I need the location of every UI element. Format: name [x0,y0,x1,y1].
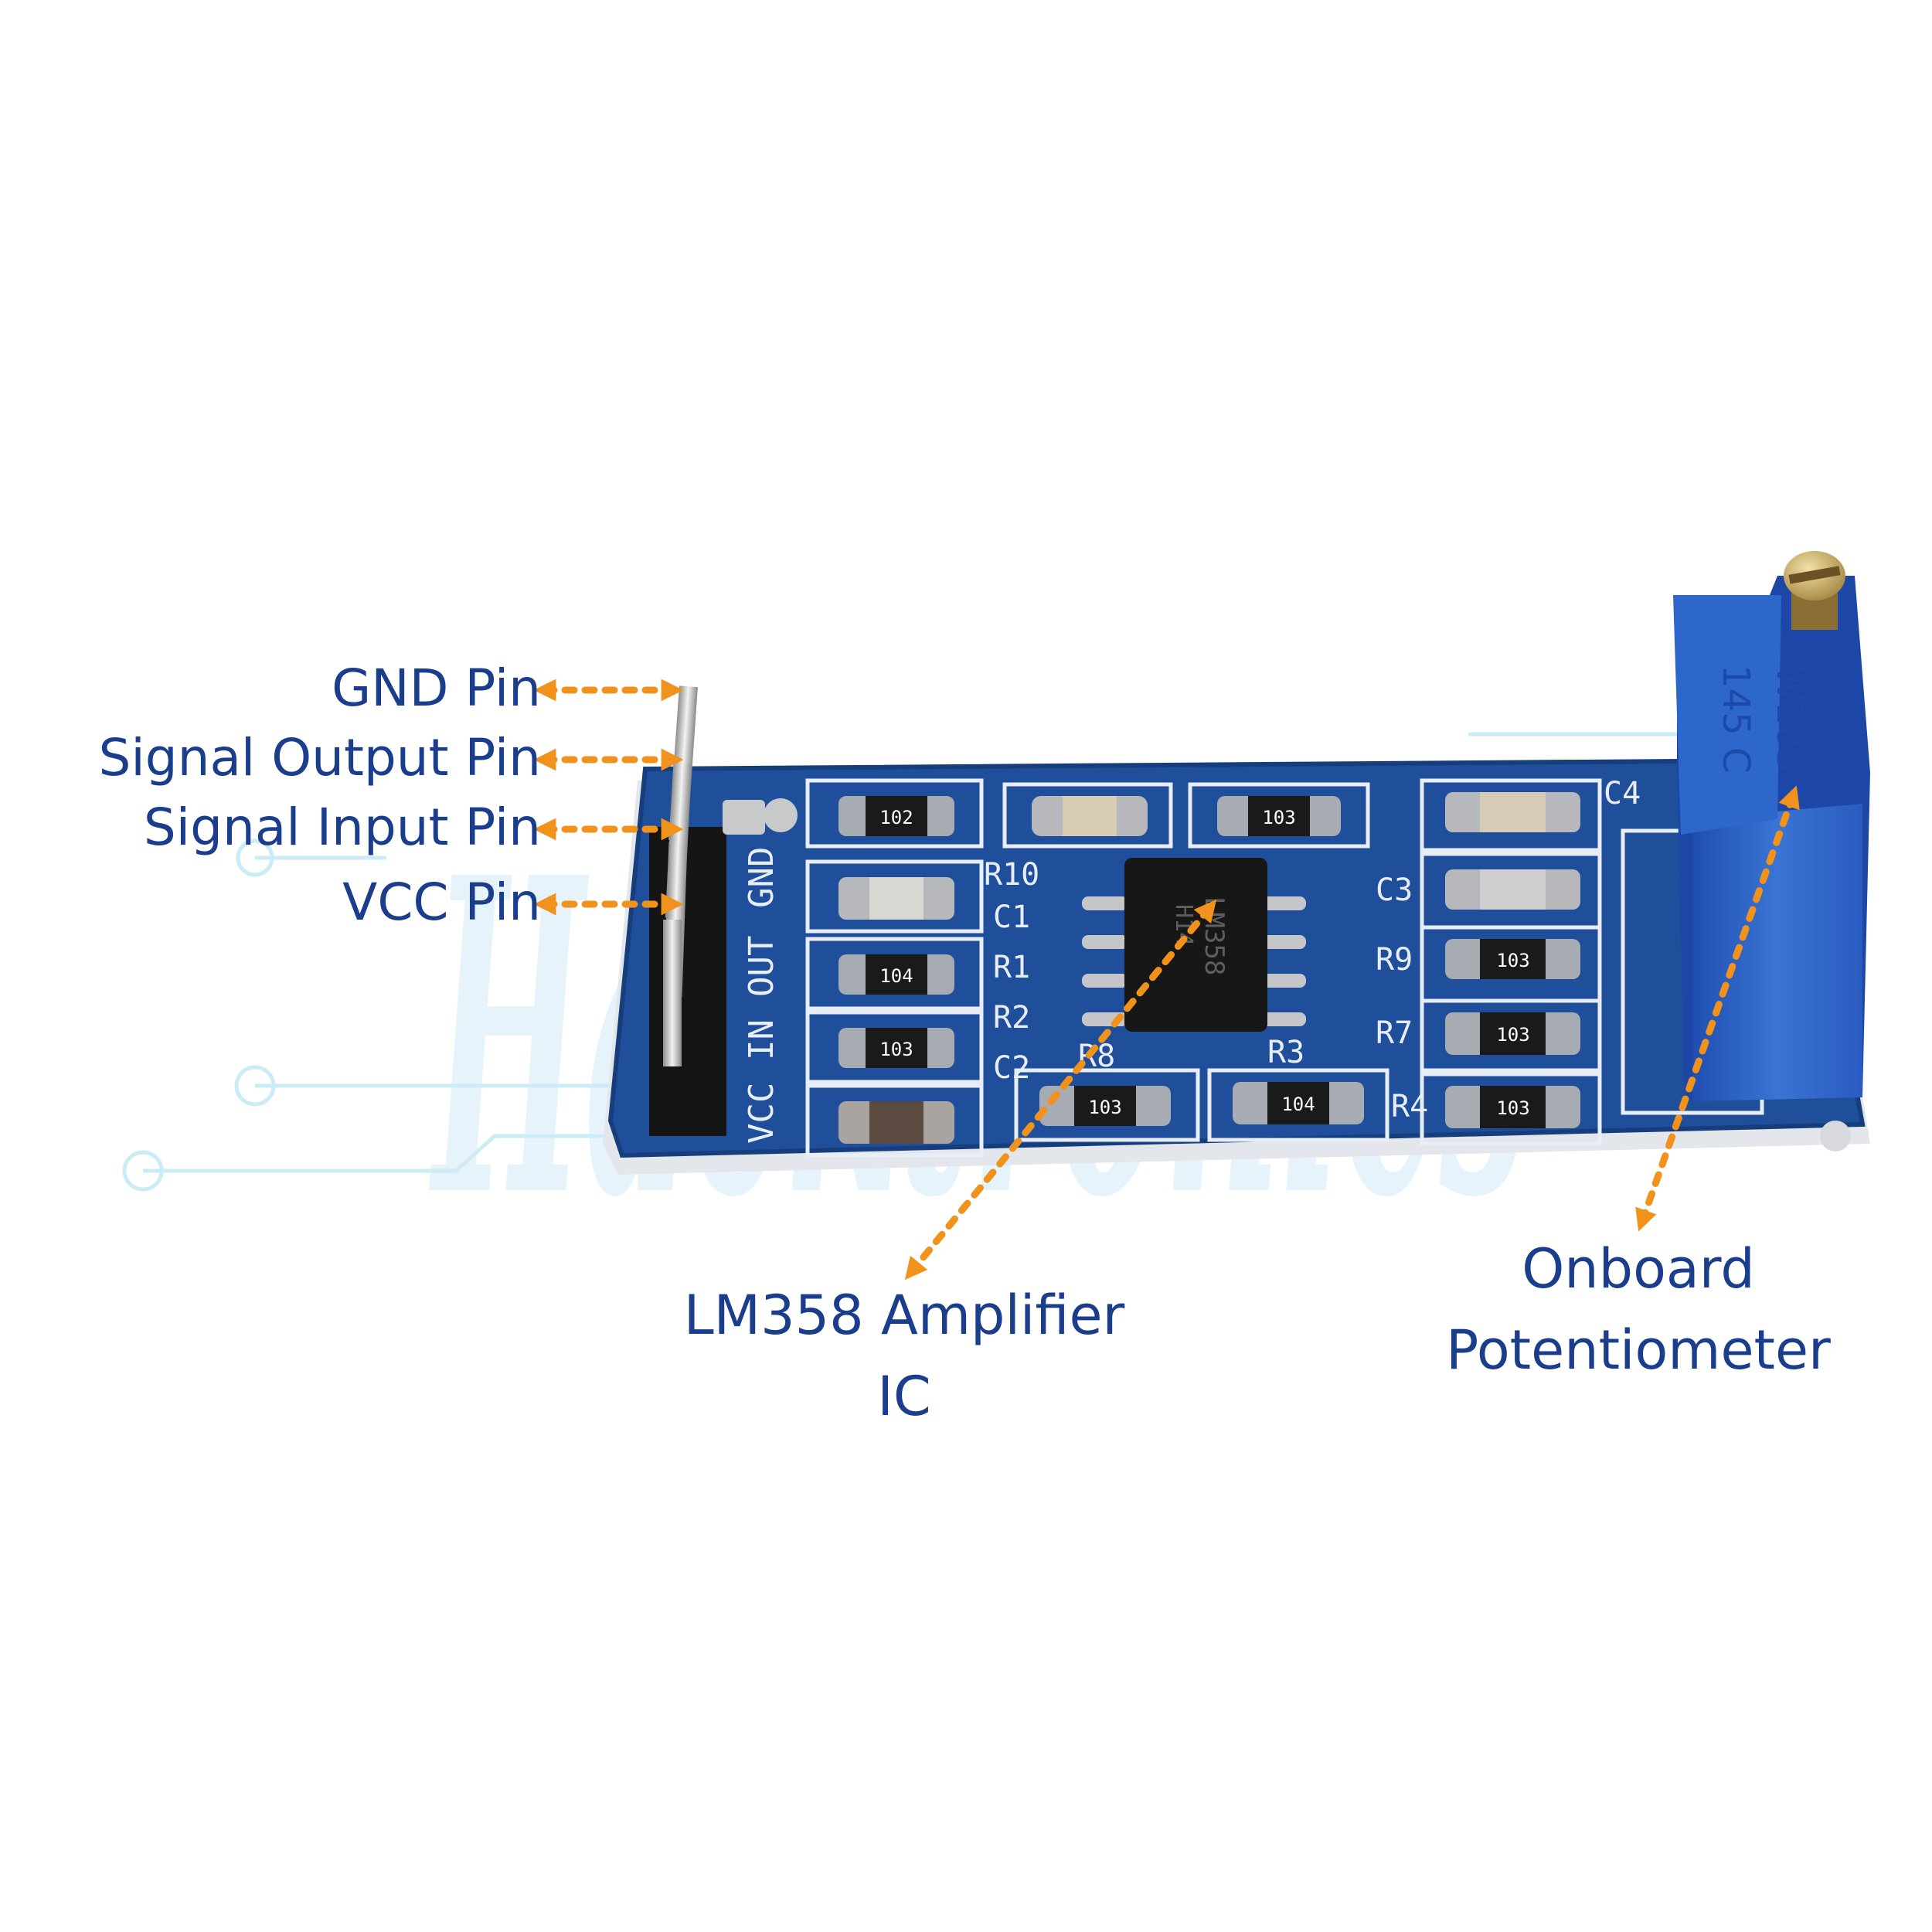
chip-code-2: 104 [879,965,913,987]
ic-marking-part: LM358 [1199,896,1230,975]
callout-arrows [533,679,1800,1281]
potentiometer-label-line2: Potentiometer [1446,1318,1831,1382]
chip-code-3: 103 [879,1039,913,1060]
ref-r3: R3 [1267,1035,1304,1070]
signal-input-pin-label: Signal Input Pin [143,798,541,857]
chip-code-9: 103 [1496,1097,1529,1119]
header-pins [649,685,765,1136]
gnd-pin-label: GND Pin [332,658,541,718]
ref-c2: C2 [993,1050,1030,1086]
ref-c4: C4 [1604,776,1641,811]
ref-r9: R9 [1376,942,1413,978]
vcc-pin-label: VCC Pin [342,872,541,932]
header-label-out: OUT [742,936,781,997]
potentiometer-label-line1: Onboard [1522,1237,1755,1301]
chip-code-5: 103 [1088,1097,1121,1118]
chip-code-8: 103 [1496,1024,1529,1046]
header-label-gnd: GND [742,847,781,908]
header-label-vcc: VCC [742,1083,781,1144]
ref-r4: R4 [1391,1089,1428,1124]
ref-r8: R8 [1078,1039,1115,1074]
chip-code-4: 103 [1262,807,1295,828]
ref-r7: R7 [1376,1015,1413,1051]
arrow-amplifier-ic [904,899,1217,1281]
ref-r2: R2 [993,1000,1030,1036]
ref-c3: C3 [1376,872,1413,908]
ref-c1: C1 [993,900,1030,935]
signal-output-pin-label: Signal Output Pin [98,728,541,787]
potentiometer: 145 C W103 [1673,551,1870,1101]
arrow-potentiometer [1635,785,1800,1232]
amplifier-ic-label-line2: IC [877,1365,931,1428]
chip-code-1: 102 [879,807,913,828]
header-labels: VCC IN OUT GND [742,847,781,1144]
amplifier-ic-label-line1: LM358 Amplifier [683,1284,1125,1347]
ref-r1: R1 [993,950,1030,985]
chip-code-6: 104 [1281,1094,1315,1115]
header-label-in: IN [742,1019,781,1060]
potentiometer-label: Onboard Potentiometer [1368,1229,1909,1391]
silkscreen-grid [805,778,1764,1158]
chip-code-7: 103 [1496,950,1529,971]
pot-marking-1: 145 C [1714,665,1757,773]
ref-r10: R10 [984,857,1039,893]
pot-marking-2: W103 [1768,665,1811,772]
amplifier-ic-label: LM358 Amplifier IC [634,1275,1175,1437]
